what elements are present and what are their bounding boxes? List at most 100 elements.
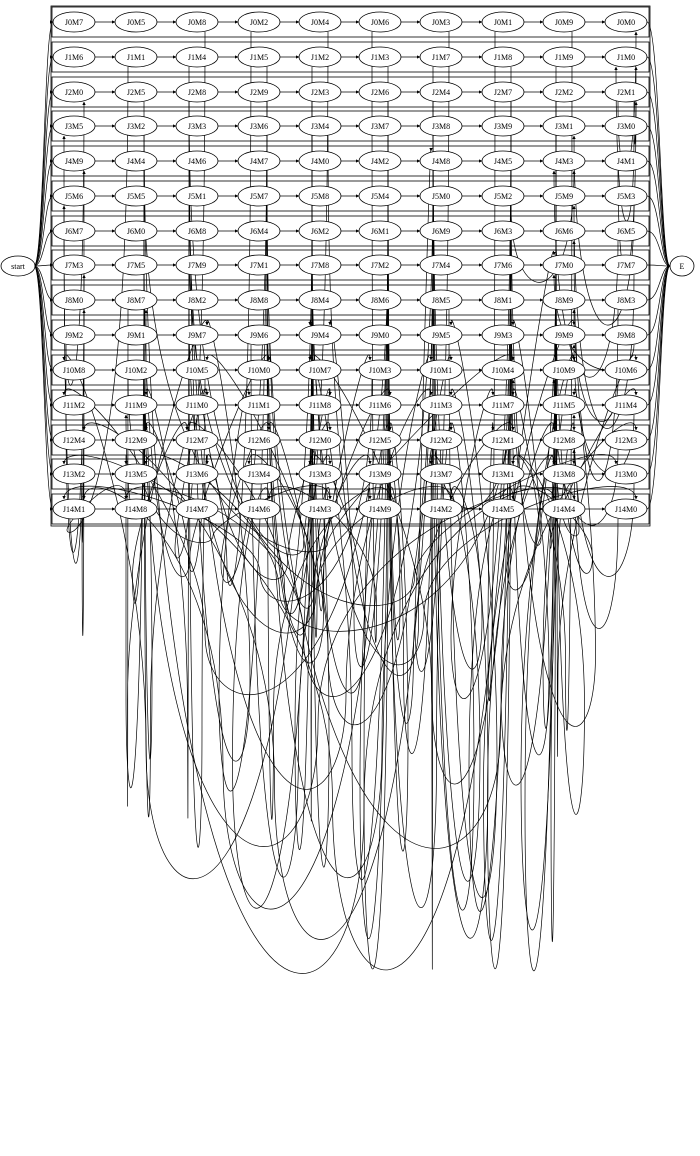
graph-node[interactable]: J13M0	[604, 463, 648, 485]
graph-node[interactable]: J5M9	[542, 185, 586, 207]
graph-node[interactable]: J8M2	[175, 289, 219, 311]
graph-node[interactable]: J13M9	[358, 463, 402, 485]
graph-node[interactable]: J10M7	[298, 359, 342, 381]
graph-node[interactable]: J2M9	[237, 81, 281, 103]
graph-node[interactable]: J12M5	[358, 429, 402, 451]
graph-node[interactable]: J12M7	[175, 429, 219, 451]
graph-node[interactable]: J0M4	[298, 11, 342, 33]
graph-node[interactable]: J7M9	[175, 254, 219, 276]
start-node[interactable]: start	[0, 255, 36, 277]
graph-node[interactable]: J1M5	[237, 46, 281, 68]
graph-node[interactable]: J7M1	[237, 254, 281, 276]
graph-node[interactable]: J8M3	[604, 289, 648, 311]
graph-node[interactable]: J6M7	[52, 220, 96, 242]
graph-node[interactable]: J10M2	[114, 359, 158, 381]
graph-node[interactable]: J1M9	[542, 46, 586, 68]
graph-node[interactable]: J13M2	[52, 463, 96, 485]
graph-node[interactable]: J7M4	[419, 254, 463, 276]
graph-node[interactable]: J9M8	[604, 324, 648, 346]
graph-node[interactable]: J10M6	[604, 359, 648, 381]
graph-node[interactable]: J14M1	[52, 498, 96, 520]
graph-node[interactable]: J2M1	[604, 81, 648, 103]
graph-node[interactable]: J12M3	[604, 429, 648, 451]
graph-node[interactable]: J1M6	[52, 46, 96, 68]
graph-node[interactable]: J11M4	[604, 394, 648, 416]
graph-node[interactable]: J9M6	[237, 324, 281, 346]
graph-node[interactable]: J8M7	[114, 289, 158, 311]
graph-node[interactable]: J14M5	[481, 498, 525, 520]
graph-node[interactable]: J6M4	[237, 220, 281, 242]
graph-node[interactable]: J5M3	[604, 185, 648, 207]
graph-node[interactable]: J14M3	[298, 498, 342, 520]
graph-node[interactable]: J14M8	[114, 498, 158, 520]
graph-node[interactable]: J7M5	[114, 254, 158, 276]
graph-node[interactable]: J4M4	[114, 150, 158, 172]
graph-node[interactable]: J0M6	[358, 11, 402, 33]
graph-node[interactable]: J8M5	[419, 289, 463, 311]
graph-node[interactable]: J5M1	[175, 185, 219, 207]
graph-node[interactable]: J12M6	[237, 429, 281, 451]
graph-node[interactable]: J5M8	[298, 185, 342, 207]
graph-node[interactable]: J5M6	[52, 185, 96, 207]
graph-node[interactable]: J14M9	[358, 498, 402, 520]
graph-node[interactable]: J10M3	[358, 359, 402, 381]
graph-node[interactable]: J7M3	[52, 254, 96, 276]
graph-node[interactable]: J10M1	[419, 359, 463, 381]
graph-node[interactable]: J4M6	[175, 150, 219, 172]
graph-node[interactable]: J3M3	[175, 115, 219, 137]
graph-node[interactable]: J8M8	[237, 289, 281, 311]
graph-node[interactable]: J14M6	[237, 498, 281, 520]
graph-node[interactable]: J1M2	[298, 46, 342, 68]
graph-node[interactable]: J9M4	[298, 324, 342, 346]
graph-node[interactable]: J13M1	[481, 463, 525, 485]
graph-node[interactable]: J14M0	[604, 498, 648, 520]
graph-node[interactable]: J6M8	[175, 220, 219, 242]
graph-node[interactable]: J2M3	[298, 81, 342, 103]
graph-node[interactable]: J11M6	[358, 394, 402, 416]
graph-node[interactable]: J3M1	[542, 115, 586, 137]
graph-node[interactable]: J4M5	[481, 150, 525, 172]
graph-node[interactable]: J1M1	[114, 46, 158, 68]
graph-node[interactable]: J4M0	[298, 150, 342, 172]
graph-node[interactable]: J7M2	[358, 254, 402, 276]
graph-node[interactable]: J11M3	[419, 394, 463, 416]
graph-node[interactable]: J11M2	[52, 394, 96, 416]
graph-node[interactable]: J10M0	[237, 359, 281, 381]
graph-node[interactable]: J14M4	[542, 498, 586, 520]
graph-node[interactable]: J11M1	[237, 394, 281, 416]
graph-node[interactable]: J5M2	[481, 185, 525, 207]
graph-node[interactable]: J7M7	[604, 254, 648, 276]
graph-node[interactable]: J8M6	[358, 289, 402, 311]
graph-node[interactable]: J4M2	[358, 150, 402, 172]
graph-node[interactable]: J12M8	[542, 429, 586, 451]
graph-node[interactable]: J3M5	[52, 115, 96, 137]
graph-node[interactable]: J13M5	[114, 463, 158, 485]
graph-node[interactable]: J6M3	[481, 220, 525, 242]
graph-node[interactable]: J2M5	[114, 81, 158, 103]
graph-node[interactable]: J9M0	[358, 324, 402, 346]
graph-node[interactable]: J9M5	[419, 324, 463, 346]
graph-node[interactable]: J10M8	[52, 359, 96, 381]
graph-node[interactable]: J3M2	[114, 115, 158, 137]
graph-node[interactable]: J8M9	[542, 289, 586, 311]
graph-node[interactable]: J5M4	[358, 185, 402, 207]
graph-node[interactable]: J6M6	[542, 220, 586, 242]
graph-node[interactable]: J10M9	[542, 359, 586, 381]
graph-node[interactable]: J0M0	[604, 11, 648, 33]
graph-node[interactable]: J12M1	[481, 429, 525, 451]
graph-node[interactable]: J2M7	[481, 81, 525, 103]
graph-node[interactable]: J6M1	[358, 220, 402, 242]
graph-node[interactable]: J5M5	[114, 185, 158, 207]
graph-node[interactable]: J14M2	[419, 498, 463, 520]
graph-node[interactable]: J4M7	[237, 150, 281, 172]
graph-node[interactable]: J7M6	[481, 254, 525, 276]
graph-node[interactable]: J3M7	[358, 115, 402, 137]
graph-node[interactable]: J1M7	[419, 46, 463, 68]
graph-node[interactable]: J11M0	[175, 394, 219, 416]
graph-node[interactable]: J13M8	[542, 463, 586, 485]
graph-node[interactable]: J2M2	[542, 81, 586, 103]
graph-node[interactable]: J1M0	[604, 46, 648, 68]
graph-node[interactable]: J4M1	[604, 150, 648, 172]
graph-node[interactable]: J14M7	[175, 498, 219, 520]
graph-node[interactable]: J0M2	[237, 11, 281, 33]
